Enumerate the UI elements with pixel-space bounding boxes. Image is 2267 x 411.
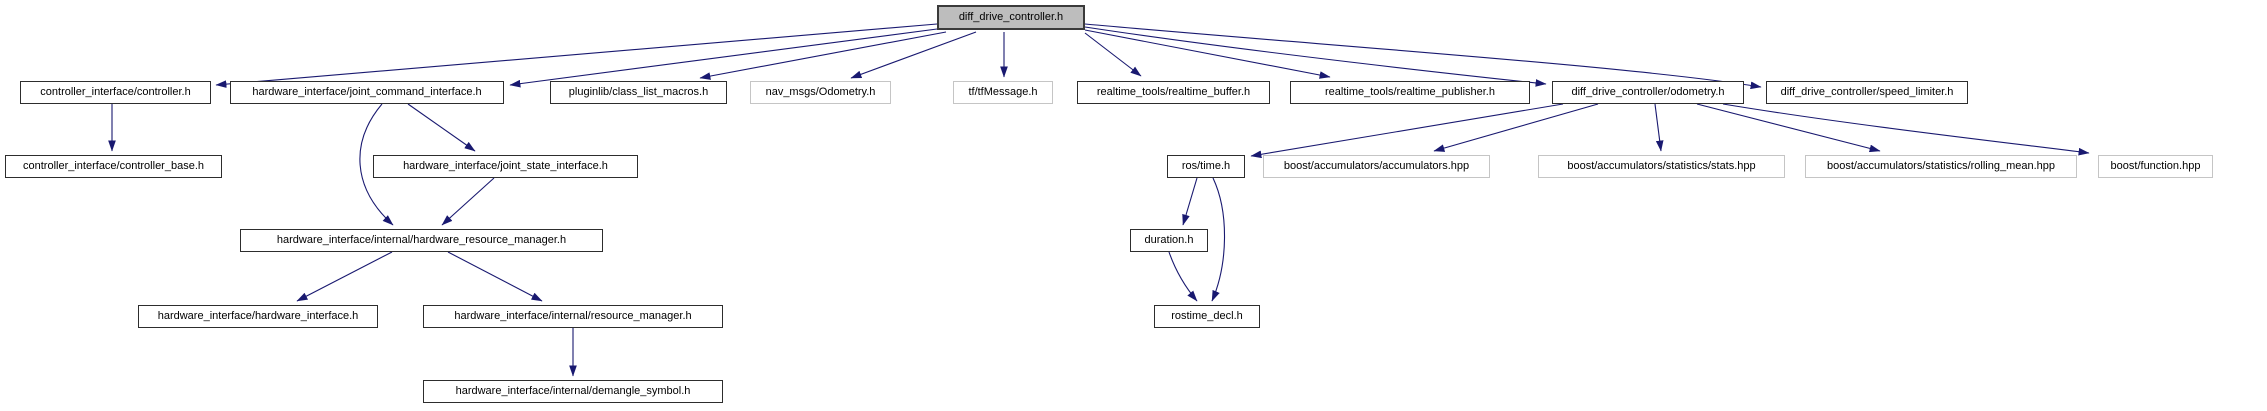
node-duration-h[interactable]: duration.h [1130, 229, 1208, 252]
edge-root-controller [215, 23, 938, 88]
node-realtime-buffer-h[interactable]: realtime_tools/realtime_buffer.h [1077, 81, 1270, 104]
edge-joint-state-hardware-resource-manager [441, 177, 495, 226]
node-controller-base-h[interactable]: controller_interface/controller_base.h [5, 155, 222, 178]
node-boost-accumulators-hpp: boost/accumulators/accumulators.hpp [1263, 155, 1490, 178]
node-joint-command-interface-h[interactable]: hardware_interface/joint_command_interfa… [230, 81, 504, 104]
node-realtime-publisher-h[interactable]: realtime_tools/realtime_publisher.h [1290, 81, 1530, 104]
node-diff-drive-controller-odometry-h[interactable]: diff_drive_controller/odometry.h [1552, 81, 1744, 104]
node-joint-state-interface-h[interactable]: hardware_interface/joint_state_interface… [373, 155, 638, 178]
node-controller-interface-controller-h[interactable]: controller_interface/controller.h [20, 81, 211, 104]
edge-odometry-accumulators [1433, 103, 1599, 152]
edge-root-nav-odometry [850, 31, 977, 79]
node-demangle-symbol-h[interactable]: hardware_interface/internal/demangle_sym… [423, 380, 723, 403]
edge-odometry-stats [1654, 103, 1664, 152]
edge-root-realtime-buffer [1084, 32, 1142, 77]
edge-joint-command-hardware-resource-manager [359, 103, 394, 226]
node-boost-stats-hpp: boost/accumulators/statistics/stats.hpp [1538, 155, 1785, 178]
node-resource-manager-h[interactable]: hardware_interface/internal/resource_man… [423, 305, 723, 328]
node-boost-function-hpp: boost/function.hpp [2098, 155, 2213, 178]
node-class-list-macros-h[interactable]: pluginlib/class_list_macros.h [550, 81, 727, 104]
edge-ros-time-duration [1182, 177, 1198, 226]
edge-odometry-rolling-mean [1696, 103, 1881, 153]
node-hardware-interface-h[interactable]: hardware_interface/hardware_interface.h [138, 305, 378, 328]
edge-root-joint-command [509, 28, 938, 88]
edge-root-class-list-macros [699, 31, 947, 80]
edge-odometry-boost-function [1722, 103, 2090, 156]
node-speed-limiter-h[interactable]: diff_drive_controller/speed_limiter.h [1766, 81, 1968, 104]
node-tf-tfmessage-h: tf/tfMessage.h [953, 81, 1053, 104]
edge-hrm-resource-manager [447, 251, 543, 302]
node-ros-time-h[interactable]: ros/time.h [1167, 155, 1245, 178]
edge-ros-time-rostime-decl [1211, 177, 1226, 302]
node-nav-msgs-odometry-h: nav_msgs/Odometry.h [750, 81, 891, 104]
edge-duration-rostime-decl [1168, 251, 1198, 302]
edge-root-realtime-publisher [1084, 29, 1331, 79]
edge-root-odometry [1084, 26, 1547, 87]
edge-hrm-hardware-interface [296, 251, 393, 302]
node-boost-rolling-mean-hpp: boost/accumulators/statistics/rolling_me… [1805, 155, 2077, 178]
edge-odometry-ros-time [1250, 103, 1564, 159]
node-rostime-decl-h[interactable]: rostime_decl.h [1154, 305, 1260, 328]
edge-joint-command-joint-state [407, 103, 476, 152]
node-hardware-resource-manager-h[interactable]: hardware_interface/internal/hardware_res… [240, 229, 603, 252]
node-diff-drive-controller-h: diff_drive_controller.h [937, 5, 1085, 30]
edge-root-speed-limiter [1084, 23, 1762, 90]
